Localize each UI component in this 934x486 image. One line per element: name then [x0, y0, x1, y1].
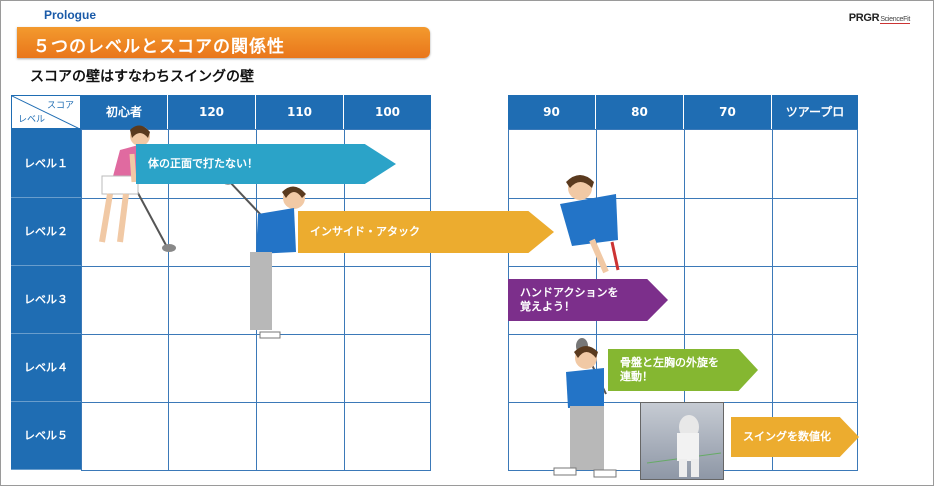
arrow-level3-line1: ハンドアクションを: [520, 286, 619, 299]
brand-sub: ScienceFit: [880, 16, 910, 24]
arrow-level4: 骨盤と左胸の外旋を連動！: [608, 349, 758, 391]
swing-simulation-figure: [646, 415, 722, 477]
arrow-level3-line2: 覚えよう！: [520, 300, 575, 313]
col-header-110: 110: [256, 95, 344, 129]
arrow-level4-line1: 骨盤と左胸の外旋を: [620, 356, 719, 369]
page-subtitle: スコアの壁はすなわちスイングの壁: [30, 69, 254, 85]
arrow-level5-label: スイングを数値化: [743, 430, 831, 443]
golfer-beginner-illustration: [99, 125, 176, 252]
golfer-address-illustration: [222, 175, 306, 339]
arrow-level3-label: ハンドアクションを覚えよう！: [520, 286, 618, 314]
arrow-level4-label: 骨盤と左胸の外旋を連動！: [620, 356, 719, 384]
col-header-90: 90: [508, 95, 596, 129]
row-header-level1: レベル１: [11, 129, 81, 198]
arrow-level1-label: 体の正面で打たない！: [148, 157, 258, 170]
col-header-tour-pro: ツアープロ: [772, 95, 858, 129]
col-header-70: 70: [684, 95, 772, 129]
arrow-level2-label: インサイド・アタック: [310, 225, 420, 238]
title-bar: ５つのレベルとスコアの関係性: [17, 27, 430, 58]
corner-level-label: レベル: [18, 115, 46, 125]
col-header-120: 120: [168, 95, 256, 129]
col-header-beginner: 初心者: [81, 95, 168, 129]
brand-logo: PRGRScienceFit: [849, 12, 910, 24]
golfer-follow-illustration: [553, 338, 617, 478]
corner-score-label: スコア: [46, 101, 74, 111]
arrow-level3: ハンドアクションを覚えよう！: [508, 279, 668, 321]
table-corner: スコア レベル: [11, 95, 82, 130]
row-header-level4: レベル４: [11, 334, 81, 402]
page-title: ５つのレベルとスコアの関係性: [33, 37, 285, 57]
corner-diagonal: [12, 96, 82, 130]
arrow-level1: 体の正面で打たない！: [136, 144, 396, 184]
arrow-level4-line2: 連動！: [620, 370, 653, 383]
golfer-hands-illustration: [560, 175, 620, 274]
row-header-level2: レベル２: [11, 198, 81, 266]
brand-name: PRGR: [848, 12, 880, 24]
arrow-level5: スイングを数値化: [731, 417, 859, 457]
col-header-100: 100: [344, 95, 431, 129]
row-header-level5: レベル５: [11, 402, 81, 470]
swing-simulation-image: [640, 402, 724, 480]
section-label: Prologue: [44, 8, 97, 22]
col-header-80: 80: [596, 95, 684, 129]
arrow-level2: インサイド・アタック: [298, 211, 554, 253]
row-header-level3: レベル３: [11, 266, 81, 334]
